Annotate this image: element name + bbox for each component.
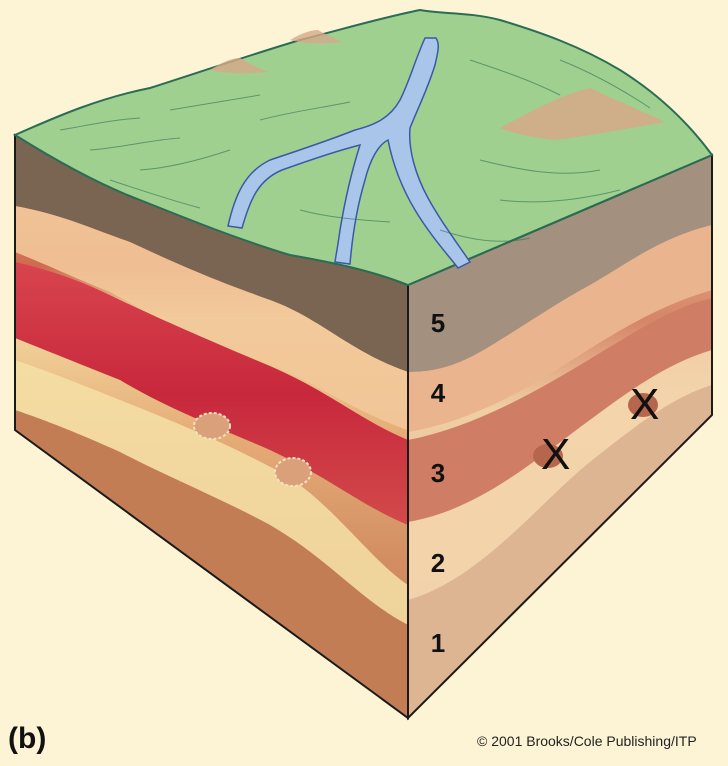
- left-layer-5: [15, 135, 408, 372]
- right-layer-1: [408, 385, 712, 718]
- fossil-blob-1: [193, 412, 231, 440]
- x-marker-1: X: [541, 430, 571, 479]
- fossil-blob-2: [274, 457, 312, 487]
- layer-number-5: 5: [430, 308, 446, 338]
- fossil-blob-3: [533, 444, 563, 468]
- layer-number-2: 2: [430, 548, 446, 578]
- copyright-notice: © 2001 Brooks/Cole Publishing/ITP: [477, 733, 697, 749]
- left-layer-3: [15, 262, 408, 525]
- hill-1: [500, 88, 665, 140]
- right-layer-3: [408, 298, 712, 522]
- left-pale-band: [15, 360, 408, 625]
- left-layer-1: [15, 410, 408, 718]
- layer-number-3: 3: [430, 458, 446, 488]
- river-main: [227, 37, 472, 269]
- hill-3: [290, 30, 342, 44]
- terrain-lines: [59, 59, 651, 242]
- x-marker-2: X: [630, 380, 660, 429]
- fossil-blob-4: [628, 393, 658, 417]
- panel-label: (b): [8, 722, 47, 755]
- hill-2: [210, 58, 268, 74]
- right-layer-4: [408, 225, 712, 432]
- layer-number-1: 1: [430, 628, 446, 658]
- left-layer-4: [15, 206, 408, 430]
- land-surface: [12, 8, 714, 287]
- right-layer-5: [408, 155, 712, 372]
- layer-number-4: 4: [430, 378, 446, 408]
